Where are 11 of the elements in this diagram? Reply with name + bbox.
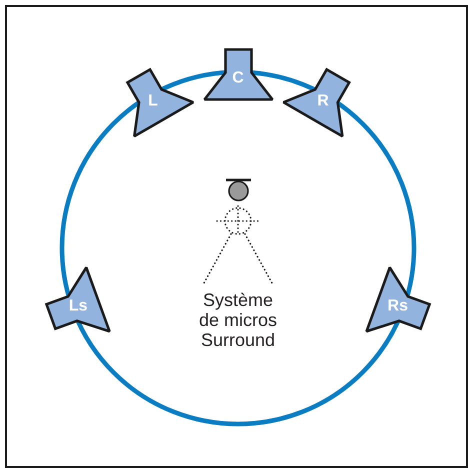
speaker-symbol — [124, 66, 196, 138]
speaker-symbol — [44, 264, 112, 334]
speaker-symbol — [364, 264, 432, 334]
speaker-label: R — [317, 92, 329, 110]
speaker-label: Rs — [388, 298, 408, 315]
speaker-label: L — [148, 92, 158, 110]
speaker-label: C — [232, 70, 244, 86]
speaker-symbol — [202, 46, 274, 102]
speaker-label: Ls — [68, 298, 88, 315]
caption-text: Système de micros Surround — [198, 290, 278, 350]
speaker-symbol — [280, 66, 352, 138]
